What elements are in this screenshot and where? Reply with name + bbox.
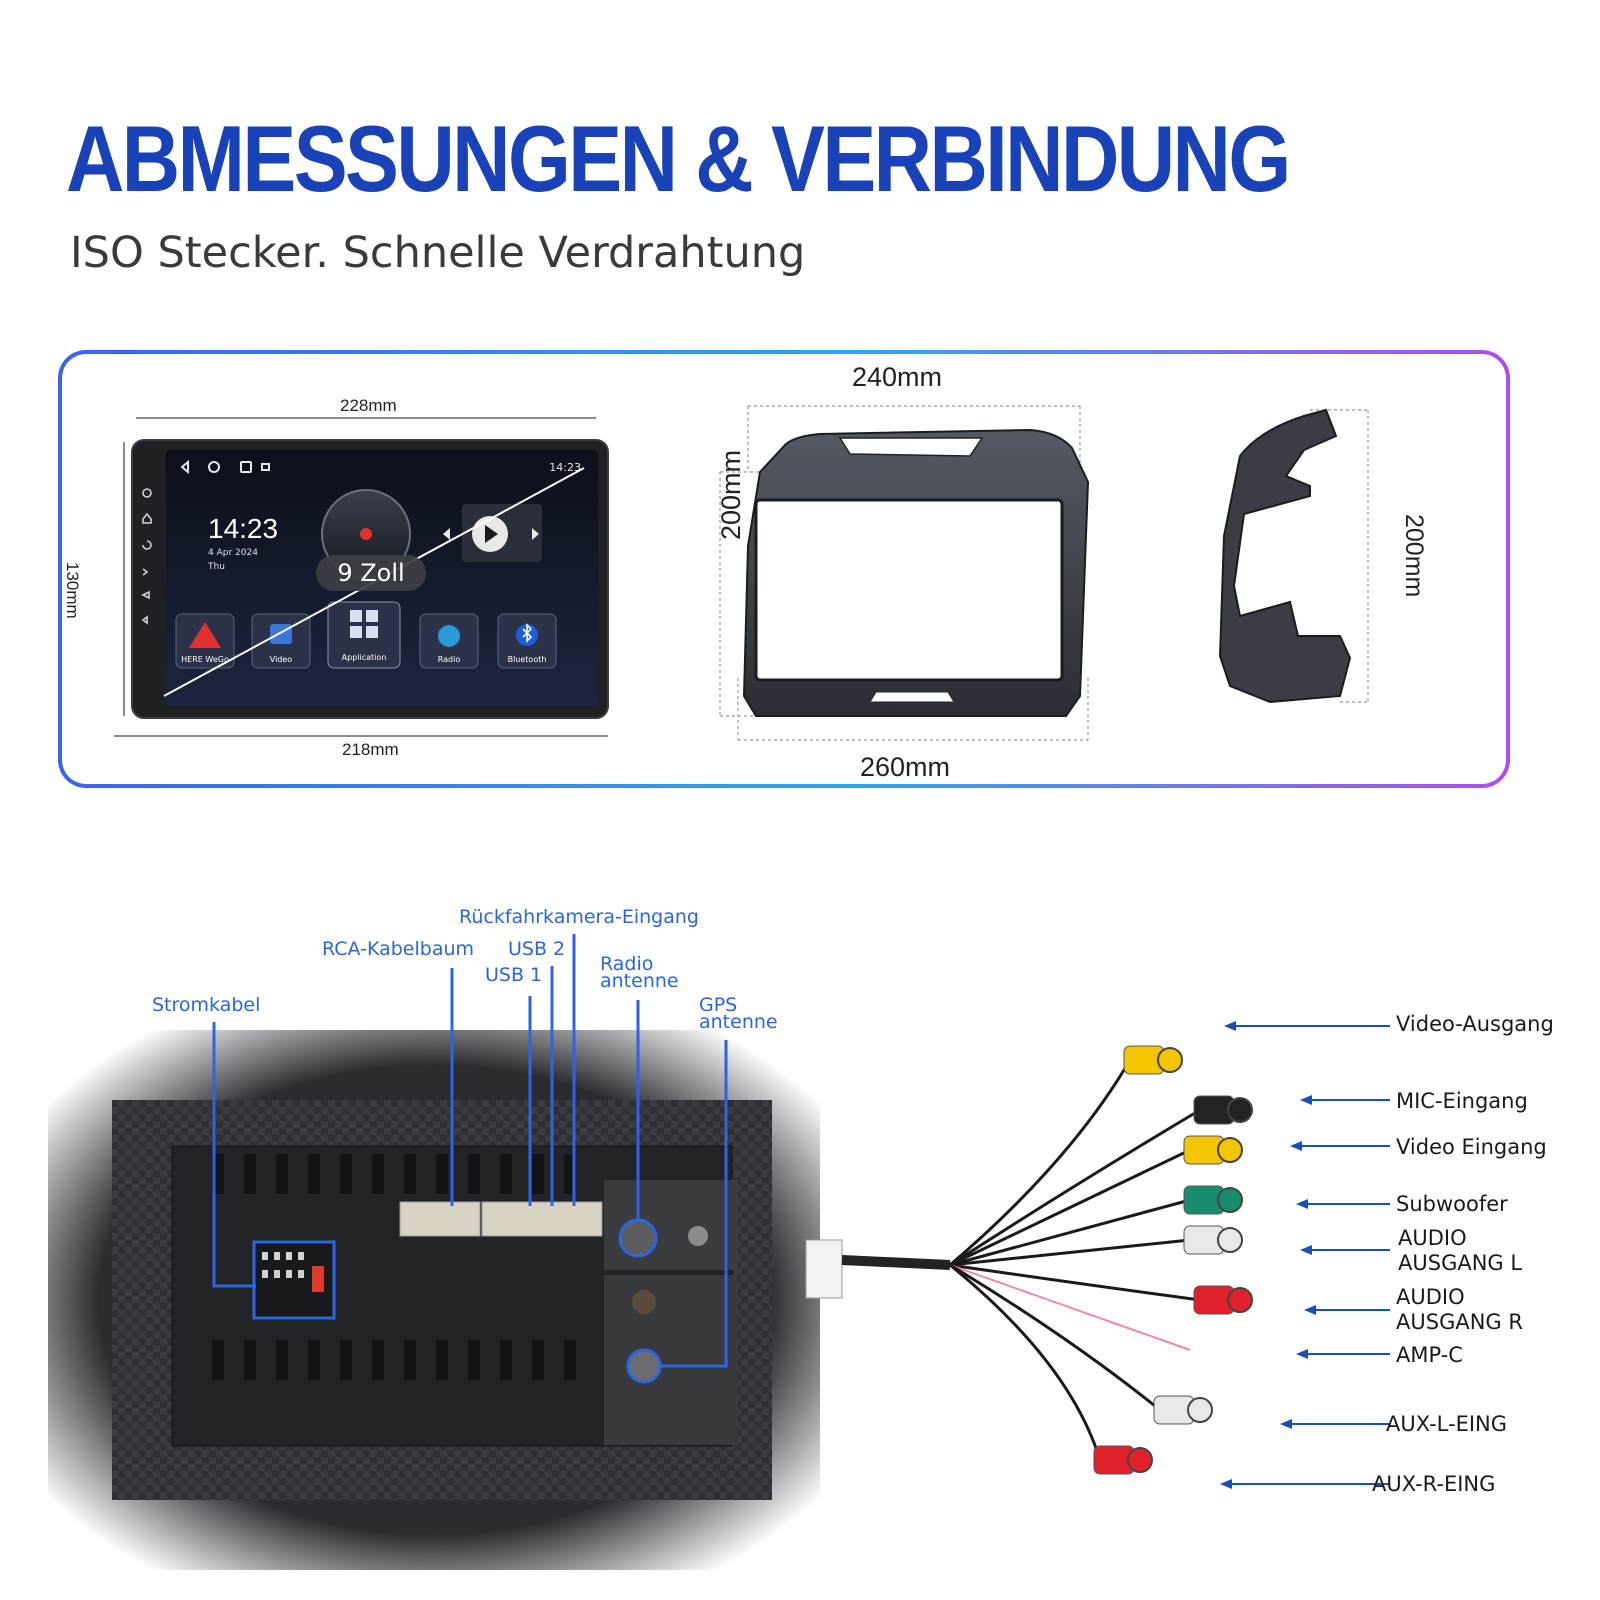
rca-label-4: AUDIO AUSGANG L <box>1398 1226 1523 1275</box>
frame-height-dimension: 200mm <box>716 449 746 540</box>
app-label-1: Video <box>270 655 293 664</box>
side-guides <box>1310 409 1370 703</box>
rca-plug-tip-0 <box>1157 1047 1183 1073</box>
label-usb2: USB 2 <box>508 938 566 960</box>
video-icon <box>270 624 292 644</box>
rca-plug-tip-1 <box>1227 1097 1253 1123</box>
arrow-head-4 <box>1300 1245 1312 1255</box>
fascia-top-slot <box>838 437 984 457</box>
radio-icon <box>438 625 460 647</box>
arrow-head-3 <box>1296 1199 1308 1209</box>
label-gps-antenna-2: antenne <box>699 1011 778 1033</box>
here-wego-icon <box>189 622 221 648</box>
rear-panel-photo <box>48 1030 820 1570</box>
rca-plug-tip-5 <box>1227 1287 1253 1313</box>
rca-label-7: AUX-L-EING <box>1386 1412 1508 1436</box>
arrow-head-1 <box>1300 1095 1312 1105</box>
rca-label-0: Video-Ausgang <box>1396 1012 1554 1036</box>
fuse <box>312 1266 324 1292</box>
frame-bottom-dimension: 260mm <box>860 752 951 782</box>
label-rca: RCA-Kabelbaum <box>322 938 475 960</box>
status-time: 14:23 <box>549 461 581 474</box>
rca-label-8: AUX-R-EING <box>1372 1472 1496 1496</box>
cable-wire-7 <box>949 1263 1161 1412</box>
rca-label-3: Subwoofer <box>1396 1192 1508 1216</box>
rca-harness-port <box>399 1201 481 1237</box>
screw <box>688 1226 708 1246</box>
cable-wire-4 <box>949 1238 1191 1267</box>
clock-day: Thu <box>207 562 225 572</box>
page-subtitle: ISO Stecker. Schnelle Verdrahtung <box>70 228 806 278</box>
label-power: Stromkabel <box>152 994 261 1016</box>
size-badge-label: 9 Zoll <box>337 559 404 587</box>
gps-antenna-port <box>626 1348 662 1384</box>
rca-label-2: Video Eingang <box>1396 1135 1547 1159</box>
gps-plate <box>604 1275 738 1445</box>
frame-top-dimension: 240mm <box>852 362 943 392</box>
app-label-4: Bluetooth <box>508 655 547 664</box>
app-dock: HERE WeGo Video Application Radio Blueto… <box>175 601 557 669</box>
usb-camera-port <box>481 1201 603 1237</box>
radio-bottom-dimension: 218mm <box>342 740 399 759</box>
application-grid-icon <box>350 610 378 638</box>
arrow-head-6 <box>1296 1349 1308 1359</box>
radio-unit-drawing: 14:23 14:23 4 Apr 2024 Thu HERE WeGo Vid… <box>114 417 609 737</box>
page-title: ABMESSUNGEN & VERBINDUNG <box>66 106 1291 211</box>
app-tile-application[interactable] <box>327 601 401 669</box>
fascia-bottom-slot <box>869 691 955 703</box>
label-radio-antenna-1: Radio <box>600 953 654 975</box>
size-badge <box>316 555 426 591</box>
prev-icon[interactable] <box>443 528 450 540</box>
rca-plug-tip-8 <box>1127 1447 1153 1473</box>
arrow-lines <box>1220 1021 1390 1489</box>
arrow-head-0 <box>1224 1021 1236 1031</box>
arrow-head-7 <box>1280 1419 1292 1429</box>
cable-wire-3 <box>949 1198 1191 1267</box>
side-buttons <box>141 488 152 625</box>
fascia-guides <box>719 405 1089 741</box>
app-label-2: Application <box>342 653 387 662</box>
rca-plug-tip-4 <box>1217 1227 1243 1253</box>
fascia-opening <box>754 498 1064 682</box>
rca-plug-tip-7 <box>1187 1397 1213 1423</box>
rca-plug-tip-2 <box>1217 1137 1243 1163</box>
side-height-dimension: 200mm <box>1400 514 1428 598</box>
speedometer-hub <box>360 528 372 540</box>
cable-wire-5 <box>949 1263 1201 1302</box>
rca-label-1: MIC-Eingang <box>1396 1089 1528 1113</box>
radio-side-dimension: 130mm <box>63 562 82 619</box>
arrow-head-2 <box>1290 1141 1302 1151</box>
radio-top-dimension: 228mm <box>340 396 397 415</box>
app-label-0: HERE WeGo <box>181 655 229 664</box>
rca-plug-tip-3 <box>1217 1187 1243 1213</box>
nav-bar <box>180 459 270 475</box>
label-radio-antenna-2: antenne <box>600 970 679 992</box>
cable-wire-2 <box>949 1148 1191 1267</box>
cable-wire-6 <box>949 1264 1191 1351</box>
next-icon[interactable] <box>532 528 539 540</box>
rca-label-5: AUDIO AUSGANG R <box>1396 1285 1523 1334</box>
rca-cable-drawing <box>805 1045 1253 1475</box>
label-camera: Rückfahrkamera-Eingang <box>459 906 699 928</box>
arrow-head-8 <box>1220 1479 1232 1489</box>
side-bracket <box>1218 408 1352 704</box>
rca-label-6: AMP-C <box>1396 1343 1463 1367</box>
clock-time: 14:23 <box>208 513 278 544</box>
label-usb1: USB 1 <box>485 964 543 986</box>
label-gps-antenna-1: GPS <box>699 994 738 1016</box>
app-label-3: Radio <box>438 655 461 664</box>
radio-antenna-port <box>618 1218 658 1258</box>
cable-wire-1 <box>949 1108 1201 1267</box>
harness-plug <box>805 1239 843 1299</box>
arrow-head-5 <box>1304 1305 1316 1315</box>
cable-wire-8 <box>949 1263 1102 1461</box>
cable-wire-0 <box>949 1059 1132 1267</box>
fascia-drawing <box>719 405 1090 741</box>
side-profile-drawing <box>1218 408 1370 704</box>
harness-bundle <box>841 1255 951 1270</box>
clock-date: 4 Apr 2024 <box>208 548 258 558</box>
mount-hole <box>632 1290 656 1314</box>
power-pins <box>262 1252 304 1278</box>
